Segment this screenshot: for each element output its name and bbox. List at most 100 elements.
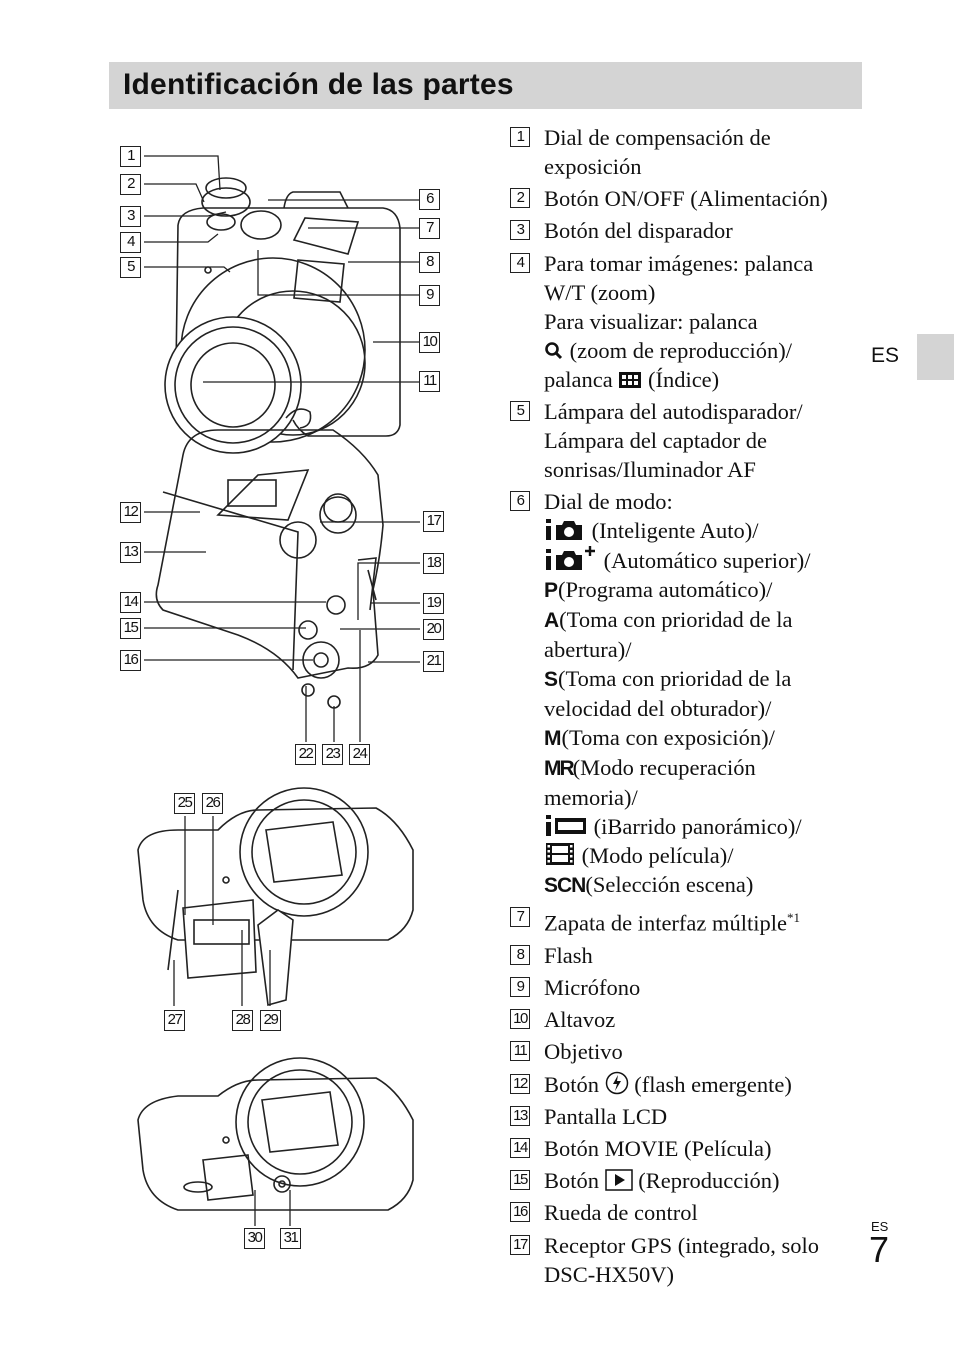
part-text: (Toma con exposición)/ xyxy=(561,724,775,750)
part-text: Pantalla LCD xyxy=(544,1103,668,1129)
camera-bottom-open-view xyxy=(137,787,414,1007)
side-tab xyxy=(917,334,954,380)
callout-8: 8 xyxy=(419,252,440,273)
callout-19: 19 xyxy=(423,593,444,614)
part-item-6: 6 Dial de modo: (Inteligente Auto)/ (Aut… xyxy=(510,487,860,900)
part-item-4: 4 Para tomar imágenes: palanca W/T (zoom… xyxy=(510,249,860,394)
part-item-17: 17 Receptor GPS (integrado, solo DSC-HX5… xyxy=(510,1231,860,1289)
part-text: Dial de modo: xyxy=(544,488,673,514)
callout-9: 9 xyxy=(419,285,440,306)
part-text: Lámpara del captador de xyxy=(544,427,768,453)
callout-25: 25 xyxy=(174,793,195,814)
part-text-line: MR(Modo recuperación xyxy=(544,753,860,783)
flash-circle-icon xyxy=(605,1071,628,1094)
part-text: (iBarrido panorámico)/ xyxy=(593,813,802,839)
callout-29: 29 xyxy=(260,1010,281,1031)
footer-language-label: ES xyxy=(871,1219,889,1234)
camera-front-view xyxy=(164,177,401,454)
callout-15: 15 xyxy=(120,618,141,639)
part-text: Dial de compensación de xyxy=(544,125,771,150)
callout-16: 16 xyxy=(120,650,141,671)
part-text: (Selección escena) xyxy=(585,871,754,897)
mode-mr-glyph: MR xyxy=(544,756,575,780)
callout-1: 1 xyxy=(120,146,141,167)
part-text: W/T (zoom) xyxy=(544,279,656,305)
part-text-line: (iBarrido panorámico)/ xyxy=(544,812,860,841)
footnote-marker: *1 xyxy=(787,910,801,926)
part-text-line: Botón (Reproducción) xyxy=(544,1166,860,1195)
part-text: abertura)/ xyxy=(544,636,632,662)
part-text-line: (zoom de reproducción)/ xyxy=(544,336,860,365)
callout-5: 5 xyxy=(120,257,141,278)
callout-2: 2 xyxy=(120,174,141,195)
part-text: Flash xyxy=(544,942,593,968)
mode-m-glyph: M xyxy=(544,726,562,750)
part-number: 11 xyxy=(510,1041,530,1062)
callout-12: 12 xyxy=(120,502,141,523)
part-text: (zoom de reproducción)/ xyxy=(569,337,793,363)
side-language-label: ES xyxy=(871,344,900,367)
part-text: Objetivo xyxy=(544,1039,623,1065)
part-number: 6 xyxy=(510,490,530,511)
part-number: 15 xyxy=(510,1170,530,1191)
mode-p-glyph: P xyxy=(544,578,559,602)
part-text: Botón xyxy=(544,1168,600,1194)
callout-21: 21 xyxy=(423,651,444,672)
part-text: (Reproducción) xyxy=(638,1168,780,1194)
part-item-9: 9 Micrófono xyxy=(510,973,860,1002)
part-item-2: 2 Botón ON/OFF (Alimentación) xyxy=(510,184,860,213)
part-text-line: palanca (Índice) xyxy=(544,365,860,394)
part-text: (Automático superior)/ xyxy=(603,547,811,573)
part-text-line: (Inteligente Auto)/ xyxy=(544,516,860,545)
part-item-7: 7 Zapata de interfaz múltiple*1 xyxy=(510,903,860,938)
callout-26: 26 xyxy=(202,793,223,814)
camera-i-icon xyxy=(546,518,582,540)
callout-7: 7 xyxy=(419,218,440,239)
part-text-line: A(Toma con prioridad de la xyxy=(544,605,860,635)
callout-28: 28 xyxy=(232,1010,253,1031)
part-number: 2 xyxy=(510,188,530,209)
part-item-12: 12 Botón (flash emergente) xyxy=(510,1070,860,1099)
part-text: (flash emergente) xyxy=(634,1071,792,1097)
callout-11: 11 xyxy=(419,371,440,392)
part-text-line: P(Programa automático)/ xyxy=(544,575,860,605)
part-text: sonrisas/Iluminador AF xyxy=(544,456,756,482)
page-title: Identificación de las partes xyxy=(123,68,514,101)
index-grid-icon xyxy=(619,371,642,388)
part-number: 16 xyxy=(510,1202,530,1223)
title-bar: Identificación de las partes xyxy=(109,62,862,109)
part-text-line: (Automático superior)/ xyxy=(544,545,860,575)
part-number: 13 xyxy=(510,1105,530,1126)
part-number: 14 xyxy=(510,1137,530,1158)
part-text: (Modo recuperación xyxy=(572,754,756,780)
callout-13: 13 xyxy=(120,542,141,563)
part-number: 17 xyxy=(510,1234,530,1255)
part-item-15: 15 Botón (Reproducción) xyxy=(510,1166,860,1195)
part-text: Micrófono xyxy=(544,975,641,1000)
play-icon xyxy=(604,1169,633,1191)
callout-27: 27 xyxy=(164,1010,185,1031)
part-text: exposición xyxy=(544,154,642,179)
part-text: (Índice) xyxy=(647,366,720,392)
callout-31: 31 xyxy=(280,1228,301,1249)
part-number: 1 xyxy=(510,127,530,147)
part-text: DSC-HX50V) xyxy=(544,1261,675,1287)
callout-22: 22 xyxy=(295,744,316,765)
part-item-11: 11 Objetivo xyxy=(510,1037,860,1066)
magnifier-icon xyxy=(545,341,563,359)
part-item-14: 14 Botón MOVIE (Película) xyxy=(510,1134,860,1163)
part-number: 4 xyxy=(510,252,530,273)
callout-10: 10 xyxy=(419,332,440,353)
camera-line-drawings xyxy=(137,155,420,1226)
part-text: Botón del disparador xyxy=(544,218,733,244)
callout-24: 24 xyxy=(349,744,370,765)
part-text: (Modo película)/ xyxy=(581,842,734,868)
camera-bottom-closed-view xyxy=(137,1057,414,1211)
part-number: 8 xyxy=(510,944,530,965)
part-text-line: Zapata de interfaz múltiple*1 xyxy=(544,903,860,938)
camera-back-view xyxy=(155,429,384,709)
callout-23: 23 xyxy=(322,744,343,765)
part-text: palanca xyxy=(544,366,613,392)
part-number: 10 xyxy=(510,1009,530,1030)
part-text: Altavoz xyxy=(544,1007,616,1033)
